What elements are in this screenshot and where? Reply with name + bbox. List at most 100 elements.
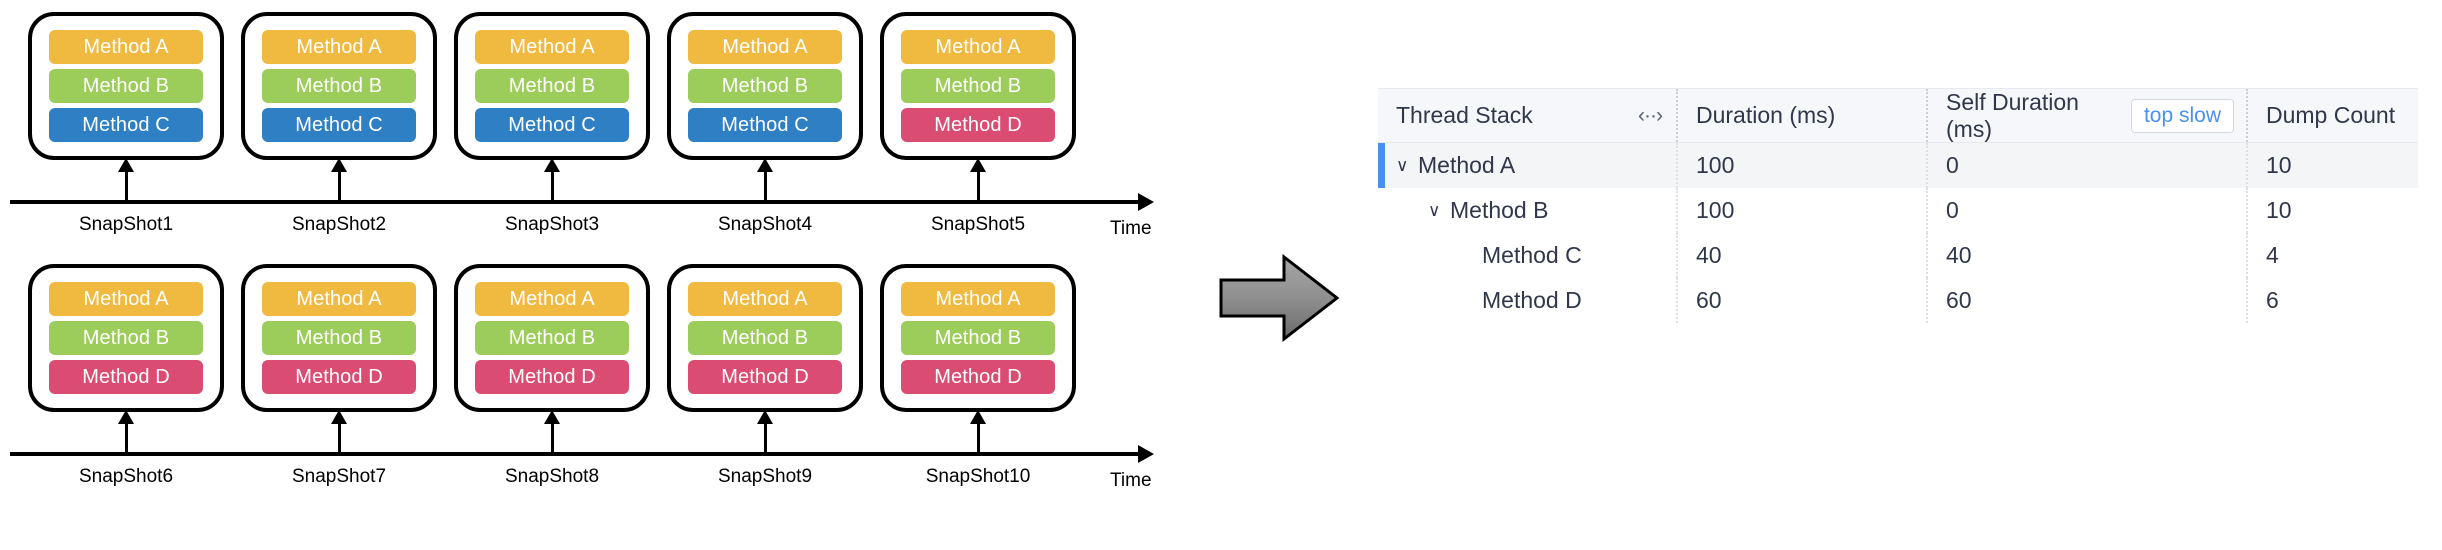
column-header-dump-count[interactable]: Dump Count	[2248, 89, 2418, 142]
method-bar: Method A	[688, 30, 842, 64]
cell-self-duration: 0	[1928, 188, 2248, 233]
time-axis-line	[10, 200, 1140, 204]
cell-duration: 100	[1678, 143, 1928, 188]
method-bar: Method B	[49, 321, 203, 355]
snapshot-label: SnapShot7	[291, 466, 387, 487]
method-bar: Method D	[475, 360, 629, 394]
method-bar: Method A	[688, 282, 842, 316]
cell-self-duration: 40	[1928, 233, 2248, 278]
column-header-self-duration[interactable]: Self Duration (ms) top slow	[1928, 89, 2248, 142]
snapshot-tick-stem	[125, 172, 128, 200]
snapshot-tick-stem	[551, 172, 554, 200]
snapshot-tick-stem	[338, 424, 341, 452]
method-bar: Method D	[49, 360, 203, 394]
column-header-self-duration-label: Self Duration (ms)	[1946, 88, 2079, 142]
snapshot-tick-arrowhead-icon	[970, 158, 986, 172]
method-bar: Method A	[49, 30, 203, 64]
cell-dump-count: 6	[2266, 287, 2279, 313]
method-bar: Method C	[262, 108, 416, 142]
snapshot-label: SnapShot4	[717, 214, 813, 235]
time-axis-arrowhead-icon	[1138, 445, 1154, 463]
snapshot-label: SnapShot5	[930, 214, 1026, 235]
method-bar: Method B	[262, 321, 416, 355]
method-bar: Method C	[475, 108, 629, 142]
cell-dump-count: 4	[2266, 242, 2279, 268]
cell-thread-stack[interactable]: ∨ Method A	[1378, 143, 1678, 188]
method-bar: Method C	[49, 108, 203, 142]
chevron-down-icon[interactable]: ∨	[1396, 155, 1409, 175]
column-header-duration[interactable]: Duration (ms)	[1678, 89, 1928, 142]
table-header-row: Thread Stack ‹··› Duration (ms) Self Dur…	[1378, 88, 2418, 143]
method-name: Method B	[1450, 197, 1549, 223]
method-bar: Method B	[688, 321, 842, 355]
cell-duration: 100	[1678, 188, 1928, 233]
snapshot-tick-arrowhead-icon	[331, 158, 347, 172]
method-bar: Method A	[901, 282, 1055, 316]
method-bar: Method A	[475, 282, 629, 316]
method-bar: Method A	[262, 282, 416, 316]
snapshot-box: Method A Method B Method D	[667, 264, 863, 412]
cell-thread-stack[interactable]: ∨Method C	[1378, 233, 1678, 278]
method-name: Method C	[1482, 242, 1582, 268]
chevron-down-icon[interactable]: ∨	[1428, 200, 1441, 220]
time-axis-line	[10, 452, 1140, 456]
snapshot-label: SnapShot1	[78, 214, 174, 235]
cell-dump-count: 10	[2266, 197, 2292, 223]
method-bar: Method D	[901, 108, 1055, 142]
snapshot-tick-arrowhead-icon	[118, 158, 134, 172]
method-bar: Method A	[49, 282, 203, 316]
snapshot-box: Method A Method B Method D	[454, 264, 650, 412]
cell-self-duration: 0	[1928, 143, 2248, 188]
method-bar: Method B	[901, 69, 1055, 103]
snapshot-tick-arrowhead-icon	[331, 410, 347, 424]
snapshot-box: Method A Method B Method D	[28, 264, 224, 412]
method-bar: Method B	[688, 69, 842, 103]
snapshot-tick-stem	[764, 424, 767, 452]
snapshot-tick-stem	[977, 424, 980, 452]
timeline-row: Method A Method B Method D SnapShot6 Method …	[0, 252, 1180, 502]
method-bar: Method D	[688, 360, 842, 394]
transform-arrow	[1218, 252, 1340, 344]
cell-self-duration: 60	[1928, 278, 2248, 323]
method-bar: Method B	[475, 321, 629, 355]
top-slow-button[interactable]: top slow	[2130, 98, 2234, 133]
cell-thread-stack[interactable]: ∨ Method B	[1378, 188, 1678, 233]
method-bar: Method A	[901, 30, 1055, 64]
method-name: Method A	[1418, 152, 1516, 178]
snapshot-tick-stem	[977, 172, 980, 200]
method-bar: Method B	[49, 69, 203, 103]
snapshot-tick-stem	[551, 424, 554, 452]
column-header-thread-stack-label: Thread Stack	[1396, 102, 1533, 128]
timeline-row: Method A Method B Method C SnapShot1 Method …	[0, 0, 1180, 250]
snapshot-tick-stem	[338, 172, 341, 200]
method-bar: Method B	[262, 69, 416, 103]
snapshot-tick-arrowhead-icon	[757, 158, 773, 172]
column-header-thread-stack[interactable]: Thread Stack ‹··›	[1378, 89, 1678, 142]
method-bar: Method C	[688, 108, 842, 142]
snapshot-label: SnapShot10	[925, 466, 1031, 487]
snapshot-tick-arrowhead-icon	[970, 410, 986, 424]
column-resize-handle-icon[interactable]: ‹··›	[1638, 103, 1663, 127]
snapshot-tick-arrowhead-icon	[118, 410, 134, 424]
method-bar: Method B	[475, 69, 629, 103]
time-axis-arrowhead-icon	[1138, 193, 1154, 211]
snapshot-box: Method A Method B Method C	[667, 12, 863, 160]
cell-duration: 60	[1678, 278, 1928, 323]
cell-thread-stack[interactable]: ∨Method D	[1378, 278, 1678, 323]
snapshot-box: Method A Method B Method D	[880, 12, 1076, 160]
method-bar: Method D	[901, 360, 1055, 394]
snapshot-label: SnapShot2	[291, 214, 387, 235]
snapshot-label: SnapShot6	[78, 466, 174, 487]
snapshot-label: SnapShot3	[504, 214, 600, 235]
snapshot-tick-stem	[125, 424, 128, 452]
